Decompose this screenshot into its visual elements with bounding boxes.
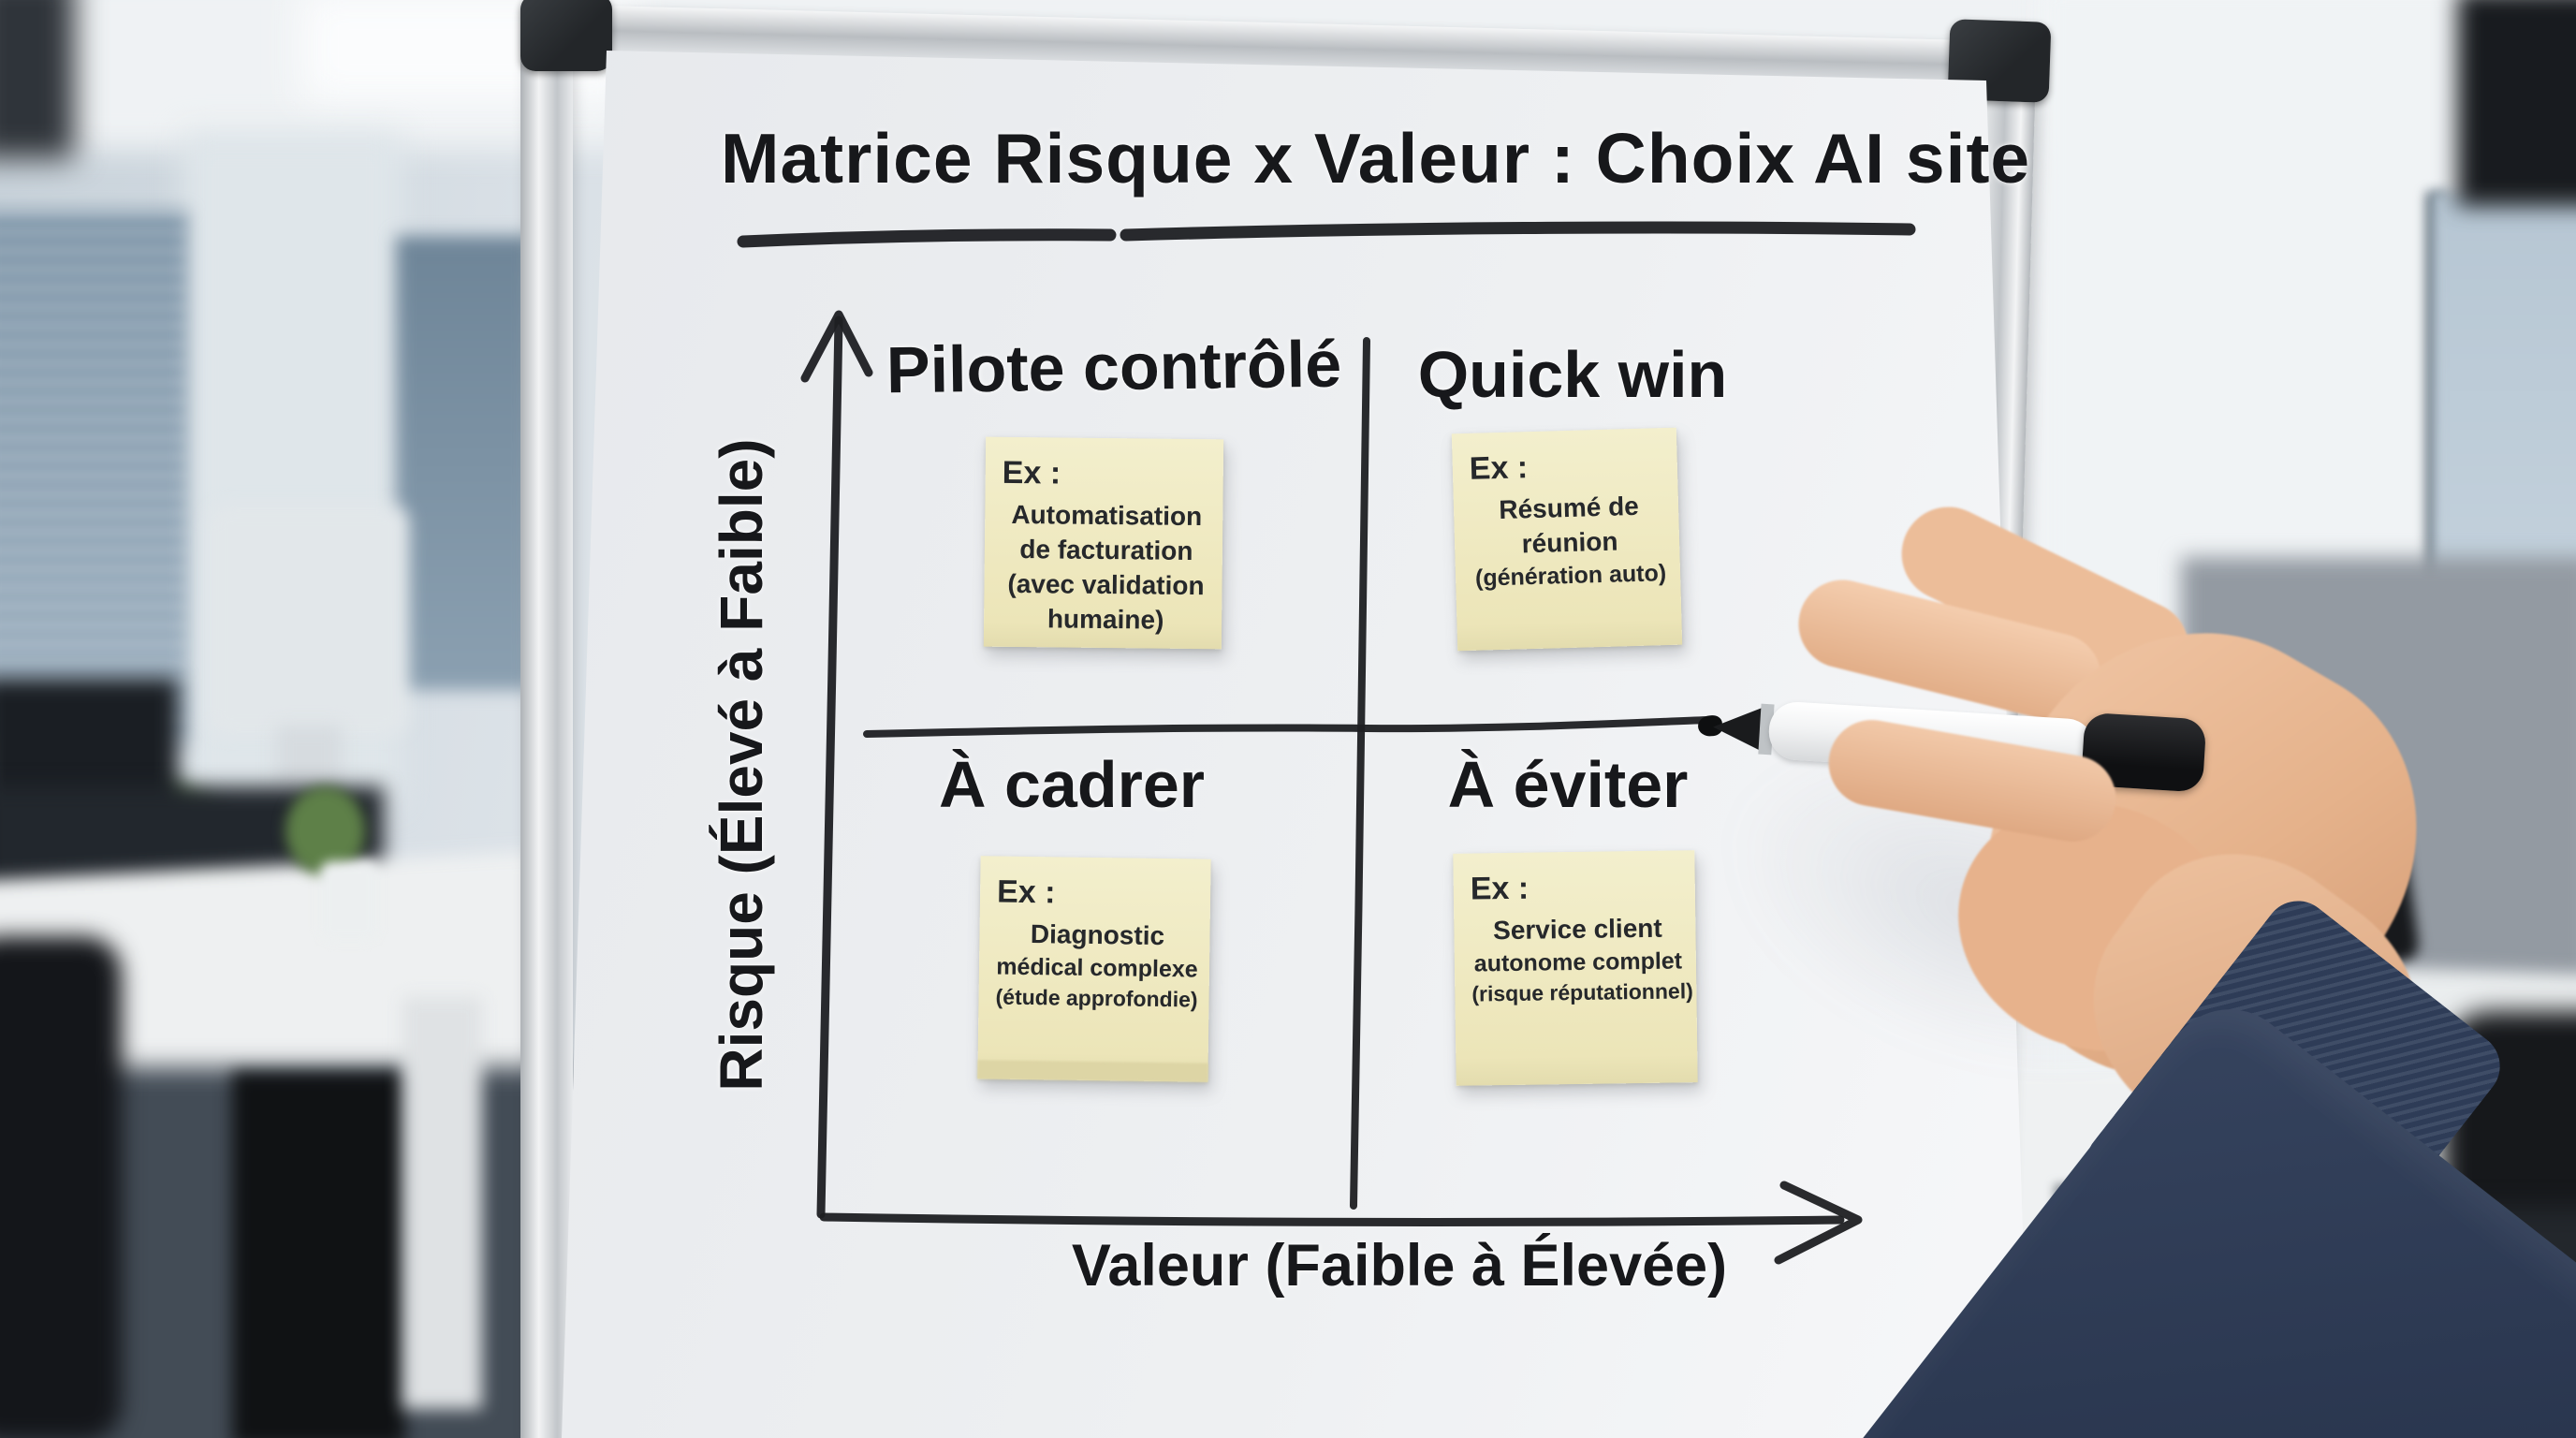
x-axis-line (819, 1212, 1845, 1226)
desktop-monitor-white (208, 506, 409, 735)
title-underline-left (737, 228, 1117, 248)
desk-plant (285, 786, 365, 875)
title-underline-right (1120, 221, 1916, 242)
window-left-a (0, 211, 187, 744)
office-chair-left (0, 936, 122, 1438)
dark-monitor-right (2457, 0, 2576, 206)
whiteboard-corner-cap-top-left (520, 0, 612, 71)
quadrant-divider-horizontal (863, 716, 1711, 738)
pc-tower (232, 1072, 405, 1438)
desk-leg (402, 997, 482, 1409)
monitor-stand (276, 726, 342, 791)
quadrant-label-bottom-right: À éviter (1447, 748, 1689, 821)
mug (320, 861, 378, 941)
quadrant-label-bottom-left: À cadrer (938, 748, 1206, 821)
quadrant-divider-vertical (1350, 337, 1370, 1210)
y-axis-arrowhead (800, 310, 873, 383)
y-axis-line (816, 315, 843, 1219)
window-left-b (396, 236, 532, 690)
matrix-title: Matrice Risque x Valeur : Choix AI site (721, 119, 2031, 198)
x-axis-arrowhead (1774, 1181, 1863, 1265)
x-axis-label: Valeur (Faible à Élevée) (1071, 1233, 1728, 1299)
quadrant-label-top-right: Quick win (1417, 338, 1728, 411)
whiteboard-frame-left (520, 7, 573, 1438)
marker-cone (1712, 704, 1765, 752)
window-blinds (0, 211, 187, 744)
monitor-top-left (0, 0, 75, 159)
